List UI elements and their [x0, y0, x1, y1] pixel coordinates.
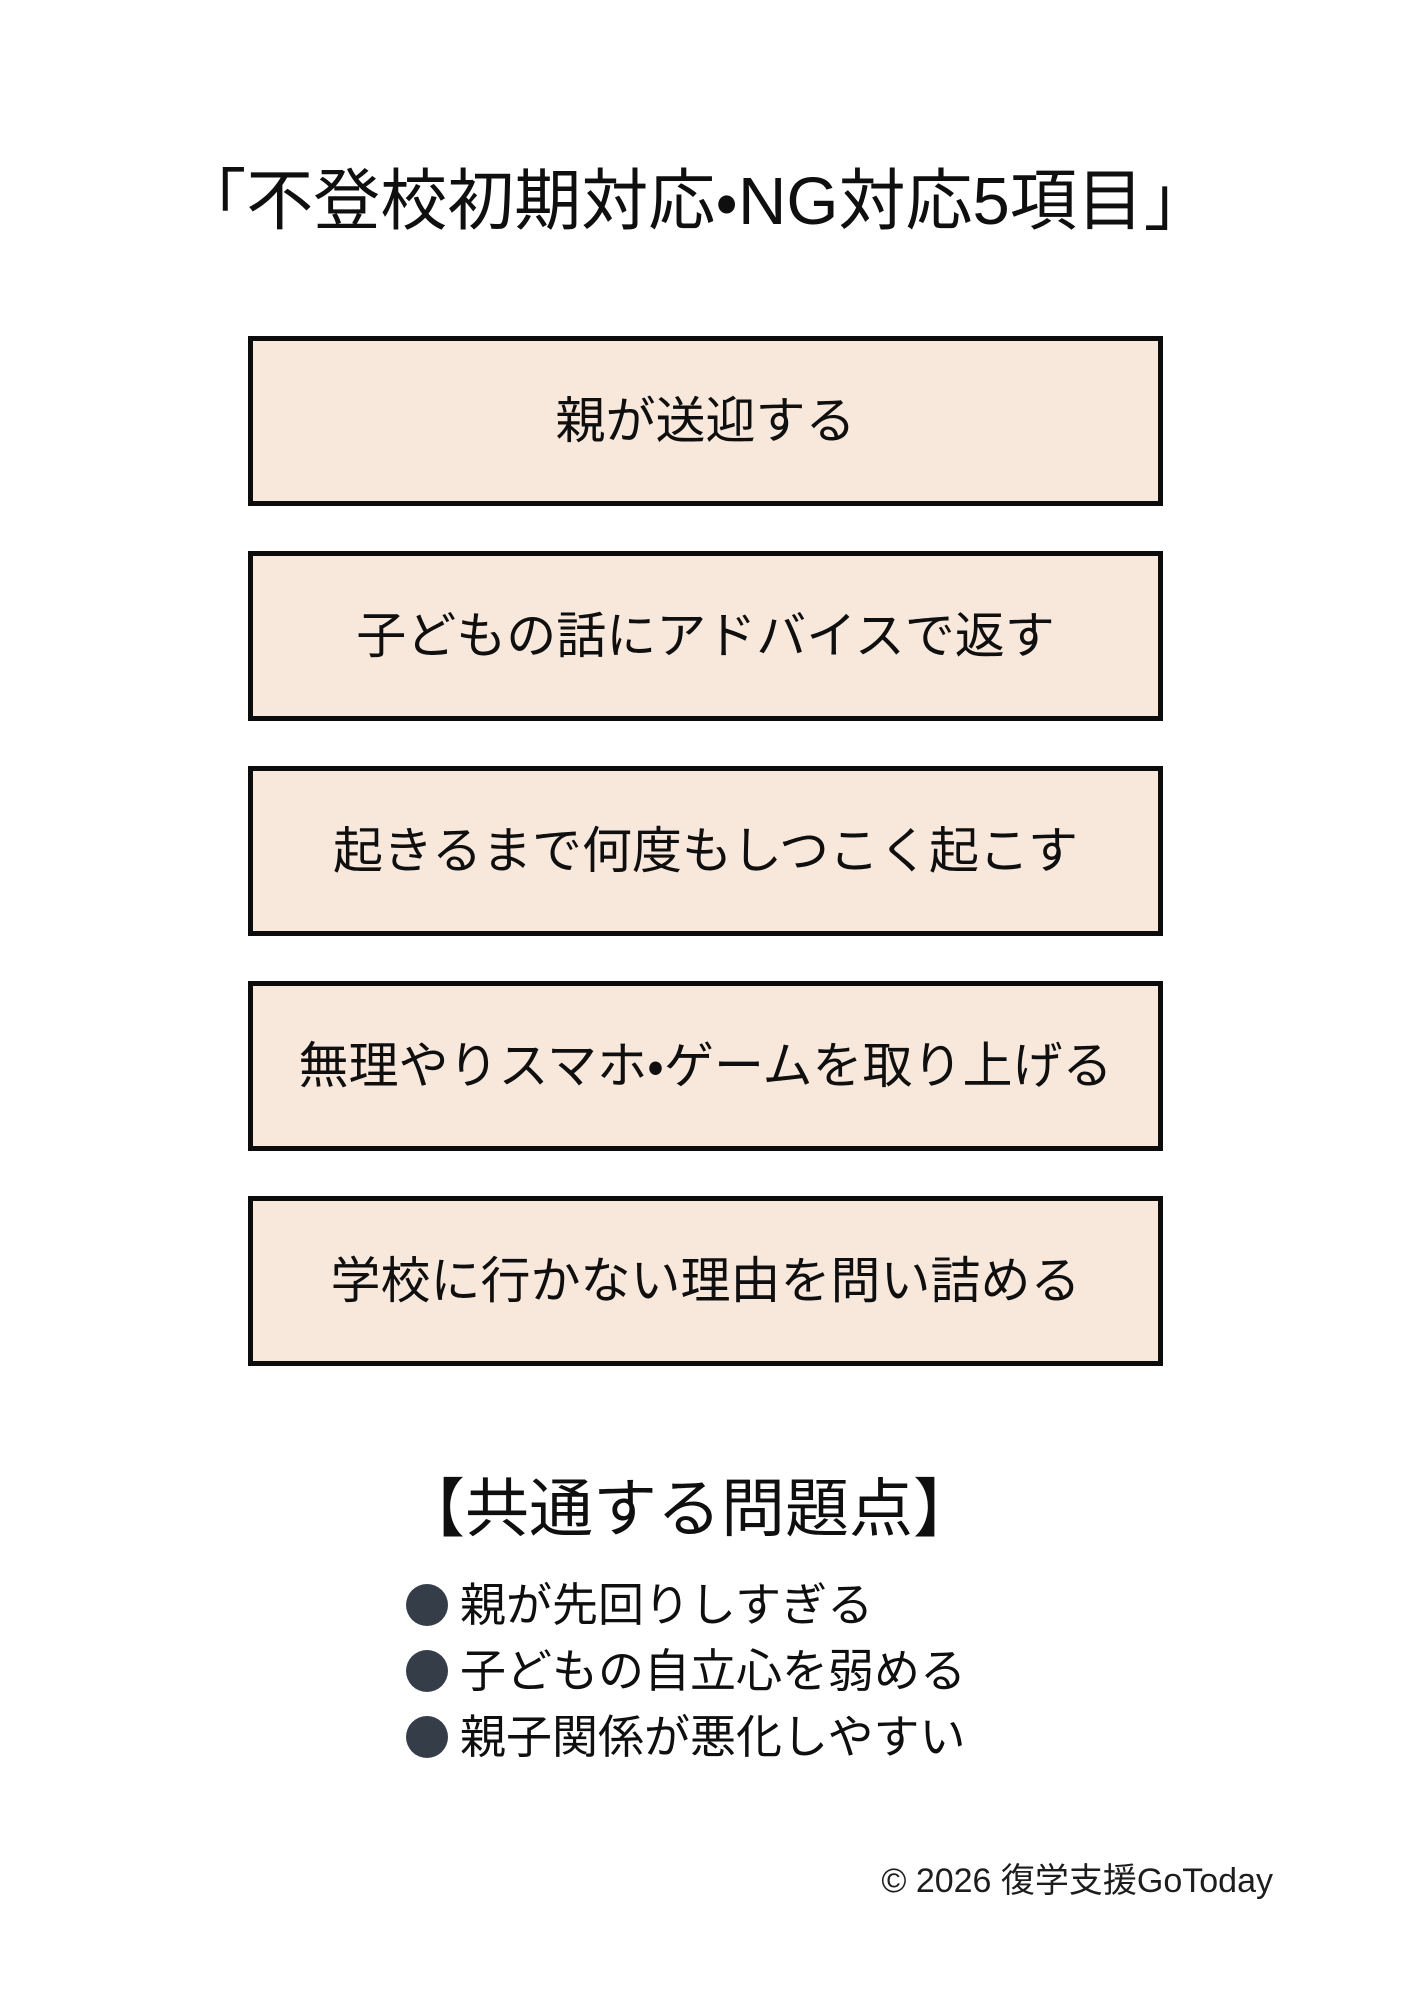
ng-item-label: 学校に行かない理由を問い詰める	[330, 1253, 1081, 1309]
bullet-circle-icon	[406, 1650, 448, 1692]
copyright-text: © 2026 復学支援GoToday	[881, 1862, 1273, 1900]
bullet-circle-icon	[406, 1584, 448, 1626]
bullet-circle-icon	[406, 1716, 448, 1758]
ng-item-label: 子どもの話にアドバイスで返す	[356, 608, 1055, 664]
ng-item-box-5: 学校に行かない理由を問い詰める	[248, 1196, 1163, 1366]
ng-item-box-2: 子どもの話にアドバイスで返す	[248, 551, 1163, 721]
ng-item-label: 親が送迎する	[555, 393, 856, 449]
ng-item-label: 起きるまで何度もしつこく起こす	[333, 823, 1078, 879]
ng-item-label: 無理やりスマホ・ゲームを取り上げる	[298, 1038, 1113, 1094]
problem-text: 子どもの自立心を弱める	[460, 1645, 966, 1697]
page-title: 「不登校初期対応・NG対応5項目」	[179, 164, 1211, 239]
problem-item: 親子関係が悪化しやすい	[406, 1704, 966, 1770]
problem-text: 親子関係が悪化しやすい	[460, 1711, 966, 1763]
problem-item: 子どもの自立心を弱める	[406, 1638, 966, 1704]
problem-item: 親が先回りしすぎる	[406, 1572, 966, 1638]
ng-item-box-4: 無理やりスマホ・ゲームを取り上げる	[248, 981, 1163, 1151]
ng-item-box-1: 親が送迎する	[248, 336, 1163, 506]
problem-text: 親が先回りしすぎる	[460, 1579, 874, 1631]
problems-heading: 【共通する問題点】	[401, 1473, 977, 1545]
problems-list: 親が先回りしすぎる 子どもの自立心を弱める 親子関係が悪化しやすい	[406, 1572, 966, 1770]
ng-item-box-3: 起きるまで何度もしつこく起こす	[248, 766, 1163, 936]
